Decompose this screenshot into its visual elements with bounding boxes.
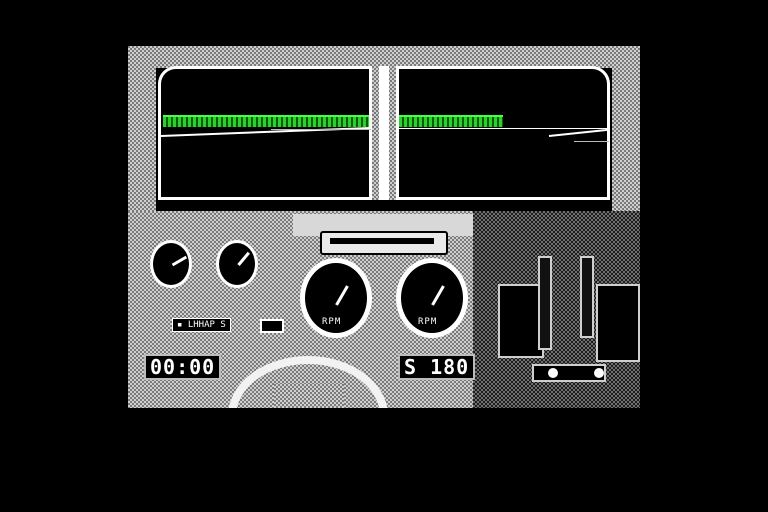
tachometer-right: RPM bbox=[396, 258, 468, 338]
dash-slot bbox=[260, 319, 284, 333]
windshield-right-view bbox=[396, 66, 610, 200]
warning-indicator: ▪ LHHAP S bbox=[172, 318, 231, 332]
tachometer-left-label: RPM bbox=[322, 317, 342, 327]
temp-gauge-needle bbox=[237, 251, 250, 266]
speed-display: S 180 bbox=[398, 354, 476, 380]
handbrake-lever bbox=[580, 256, 594, 338]
warning-suffix: S bbox=[220, 320, 226, 330]
road-centre-left bbox=[271, 129, 371, 130]
steering-wheel-hub bbox=[274, 384, 344, 408]
treeline-right bbox=[399, 115, 503, 127]
tachometer-right-needle bbox=[431, 285, 445, 306]
dashboard-top-strip bbox=[293, 214, 473, 236]
gear-lever bbox=[538, 256, 552, 350]
oil-gauge bbox=[150, 240, 192, 288]
tachometer-left-needle bbox=[335, 285, 349, 306]
timer-display: 00:00 bbox=[144, 354, 222, 380]
road-edge-right-top bbox=[399, 128, 609, 129]
windshield-frame-left bbox=[128, 46, 156, 211]
road-edge-right-low bbox=[548, 128, 609, 137]
warning-label: LHHAP bbox=[187, 320, 215, 330]
pedal-clutch bbox=[548, 368, 558, 378]
road-shoulder-right bbox=[574, 141, 609, 142]
rear-view-mirror bbox=[320, 231, 448, 255]
game-screen: RPM RPM ▪ LHHAP S 00:00 S 180 bbox=[128, 46, 640, 408]
windshield-frame-right bbox=[612, 46, 640, 211]
windshield-frame-top bbox=[128, 46, 640, 68]
treeline-left bbox=[163, 115, 369, 127]
seat-right bbox=[596, 284, 640, 362]
tachometer-right-label: RPM bbox=[418, 317, 438, 327]
windshield-left-view bbox=[158, 66, 373, 200]
mirror-glass bbox=[330, 238, 434, 244]
windshield-pillar bbox=[372, 66, 396, 200]
warning-dot-icon: ▪ bbox=[177, 320, 188, 330]
pedal-accelerator bbox=[594, 368, 604, 378]
tachometer-left: RPM bbox=[300, 258, 372, 338]
temp-gauge bbox=[216, 240, 258, 288]
oil-gauge-needle bbox=[171, 255, 188, 267]
